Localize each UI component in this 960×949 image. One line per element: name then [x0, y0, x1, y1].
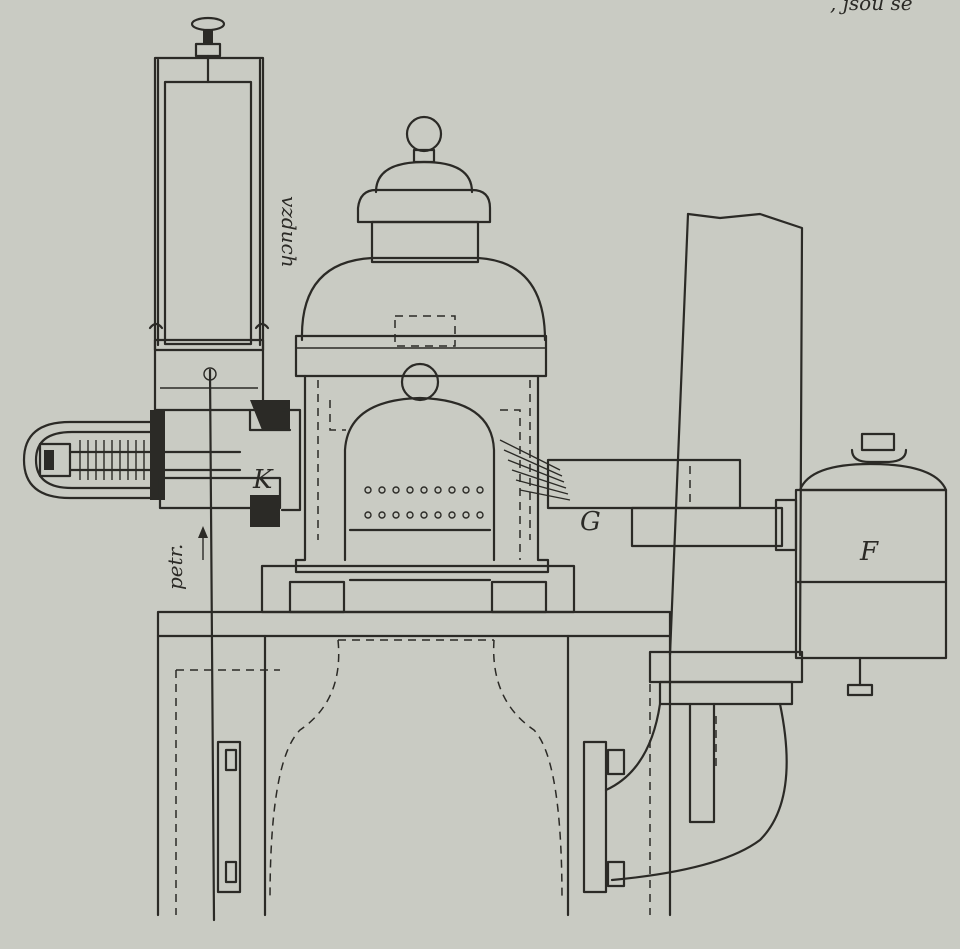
valve-handwheel-icon	[190, 16, 226, 84]
coil-spring	[79, 440, 145, 480]
injector-tube: G	[546, 458, 784, 548]
label-g: G	[580, 507, 601, 537]
exhaust-elbow	[604, 650, 804, 882]
label-oil: petr.	[163, 544, 187, 590]
crankcase	[156, 610, 672, 917]
label-k: K	[252, 465, 274, 495]
label-f: F	[859, 537, 879, 567]
dome-head	[294, 115, 548, 402]
label-air: vzduch	[277, 196, 301, 268]
fuel-tank-f: F	[774, 432, 948, 697]
oil-supply-pipe: petr.	[163, 367, 217, 922]
top-cut-text: , jsou se	[830, 0, 913, 15]
exhaust-stack	[668, 212, 804, 657]
cylinder-body	[260, 374, 576, 614]
vaporizer-tube: K	[22, 400, 302, 527]
perforated-ring	[364, 486, 484, 519]
air-chamber	[148, 16, 270, 412]
